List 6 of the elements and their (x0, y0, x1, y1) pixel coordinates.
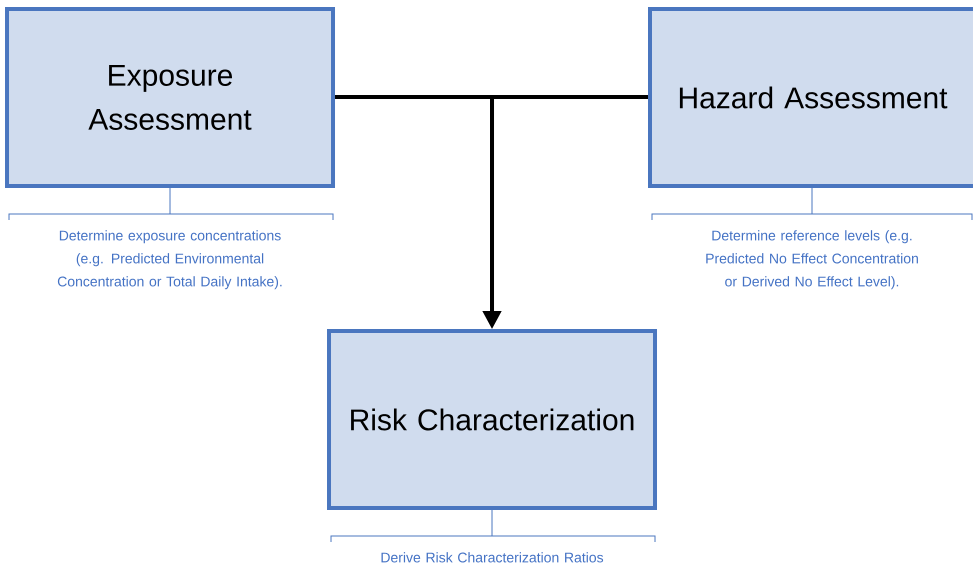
description-text: Derive Risk Characterization Ratios (382, 552, 604, 562)
description-text: Determine reference levels (e.g. Predicted No Effect Concentration or Derived No Effect Level). (706, 230, 918, 290)
description-text: Determine exposure concentrations (e.g. Predicted Environmental Concentration or Total Daily Intake). (58, 230, 282, 290)
process-box: Hazard Assessment (648, 6, 973, 188)
process-box: Risk Characterization (327, 329, 657, 510)
process-box: Exposure Assessment (5, 6, 335, 188)
